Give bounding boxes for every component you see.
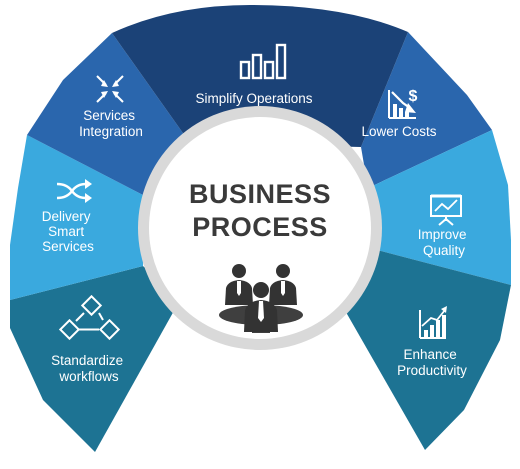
declining-dollar-chart-icon: $ [388, 88, 418, 119]
svg-text:$: $ [409, 88, 418, 105]
center-circle [149, 117, 371, 339]
team-meeting-icon [219, 264, 303, 333]
segment-label-lower-costs: Lower Costs [361, 124, 436, 139]
segment-standardize-workflows [10, 266, 180, 452]
segment-enhance-productivity [339, 250, 511, 450]
segment-label-standardize-workflows: Standardize workflows [51, 353, 127, 384]
center-title-line1: BUSINESS [189, 179, 331, 209]
segment-label-enhance-productivity: Enhance Productivity [397, 347, 467, 378]
segment-label-improve-quality: Improve Quality [418, 227, 471, 258]
rising-bar-chart-icon [419, 306, 447, 339]
segment-lower-costs [361, 32, 492, 188]
converging-arrows-icon [96, 75, 124, 103]
shuffle-arrows-icon [56, 179, 92, 203]
segment-label-simplify-operations: Simplify Operations [195, 91, 312, 106]
presentation-board-icon [430, 194, 462, 226]
bar-blocks-icon [239, 43, 287, 80]
segment-services-integration [27, 33, 190, 196]
segment-label-delivery-smart-services: Delivery Smart Services [42, 209, 95, 254]
segment-delivery-smart-services [10, 135, 145, 300]
workflow-diamonds-icon [58, 294, 121, 341]
center-title-line2: PROCESS [192, 212, 328, 242]
segment-label-services-integration: Services Integration [79, 108, 143, 139]
